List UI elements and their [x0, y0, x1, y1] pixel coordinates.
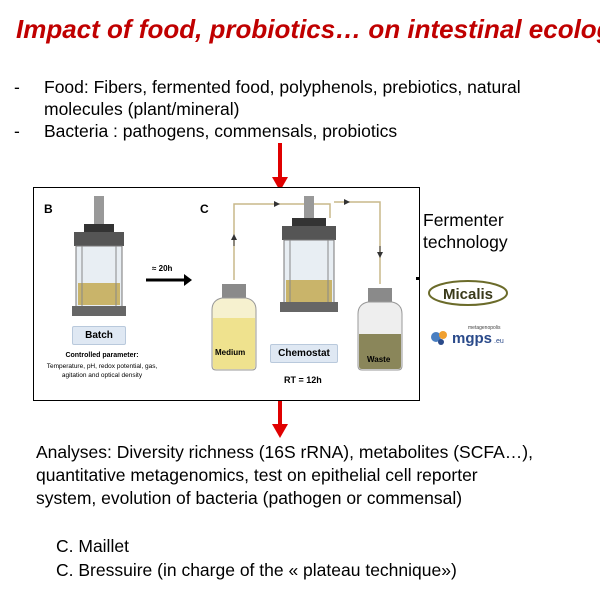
controlled-parameter-title: Controlled parameter:	[65, 352, 139, 359]
fermenter-diagram	[72, 196, 403, 371]
chemostat-label: Chemostat	[270, 344, 338, 363]
micalis-logo-text: Micalis	[443, 286, 493, 303]
mgps-logo: metagenopolis mgps .eu	[430, 323, 520, 354]
panel-c-label: C	[200, 202, 209, 216]
fermenter-technology-label: Fermenter technology	[423, 209, 508, 253]
bullet-dot	[416, 277, 419, 280]
panel-b-label: B	[44, 202, 53, 216]
bullet-item: - Bacteria : pathogens, commensals, prob…	[14, 120, 594, 142]
red-arrow-top-icon	[272, 143, 288, 191]
medium-label: Medium	[215, 348, 246, 357]
medium-bottle-icon	[211, 284, 257, 371]
author-item: C. Maillet	[56, 536, 129, 556]
batch-fermenter-icon	[72, 196, 126, 316]
mgps-small-text: metagenopolis	[468, 325, 501, 331]
controlled-parameter-line: Temperature, pH, redox potential, gas,	[46, 363, 158, 370]
mgps-logo-icon: metagenopolis mgps .eu	[431, 325, 504, 347]
waste-label: Waste	[367, 355, 391, 364]
mgps-suffix-text: .eu	[494, 338, 504, 345]
waste-bottle-icon	[357, 288, 403, 371]
authors-list: C. Maillet C. Bressuire (in charge of th…	[56, 534, 457, 582]
controlled-parameter-line: agitation and optical density	[61, 372, 143, 379]
bullet-text: molecules (plant/mineral)	[44, 99, 240, 119]
analyses-paragraph: Analyses: Diversity richness (16S rRNA),…	[36, 441, 596, 510]
micalis-logo: Micalis	[427, 278, 509, 308]
bullet-text: Food: Fibers, fermented food, polyphenol…	[44, 77, 521, 97]
side-label-line: Fermenter	[423, 210, 504, 230]
bullet-dash: -	[14, 121, 20, 141]
micalis-logo-icon: Micalis	[428, 280, 508, 306]
bullet-item: - Food: Fibers, fermented food, polyphen…	[14, 76, 594, 98]
retention-time-label: RT = 12h	[284, 375, 322, 385]
batch-label: Batch	[72, 326, 126, 345]
fermenter-figure: B C ≈ 20h Batch Controlled parameter: Te…	[33, 187, 420, 401]
red-arrow-bottom-icon	[272, 400, 288, 438]
mgps-text: mgps	[452, 330, 492, 347]
bullet-dash: -	[14, 77, 20, 97]
slide-title: Impact of food, probiotics… on intestina…	[16, 14, 600, 44]
controlled-parameter-list: Temperature, pH, redox potential, gas, a…	[34, 362, 170, 380]
analyses-line: quantitative metagenomics, test on epith…	[36, 465, 478, 485]
analyses-line: Analyses: Diversity richness (16S rRNA),…	[36, 442, 533, 462]
duration-label: ≈ 20h	[152, 264, 173, 273]
chemostat-fermenter-icon	[280, 196, 338, 312]
bullet-list: - Food: Fibers, fermented food, polyphen…	[14, 76, 594, 142]
side-label-line: technology	[423, 232, 508, 252]
analyses-line: system, evolution of bacteria (pathogen …	[36, 488, 463, 508]
bullet-item: molecules (plant/mineral)	[14, 98, 594, 120]
author-item: C. Bressuire (in charge of the « plateau…	[56, 560, 457, 580]
bullet-text: Bacteria : pathogens, commensals, probio…	[44, 121, 398, 141]
